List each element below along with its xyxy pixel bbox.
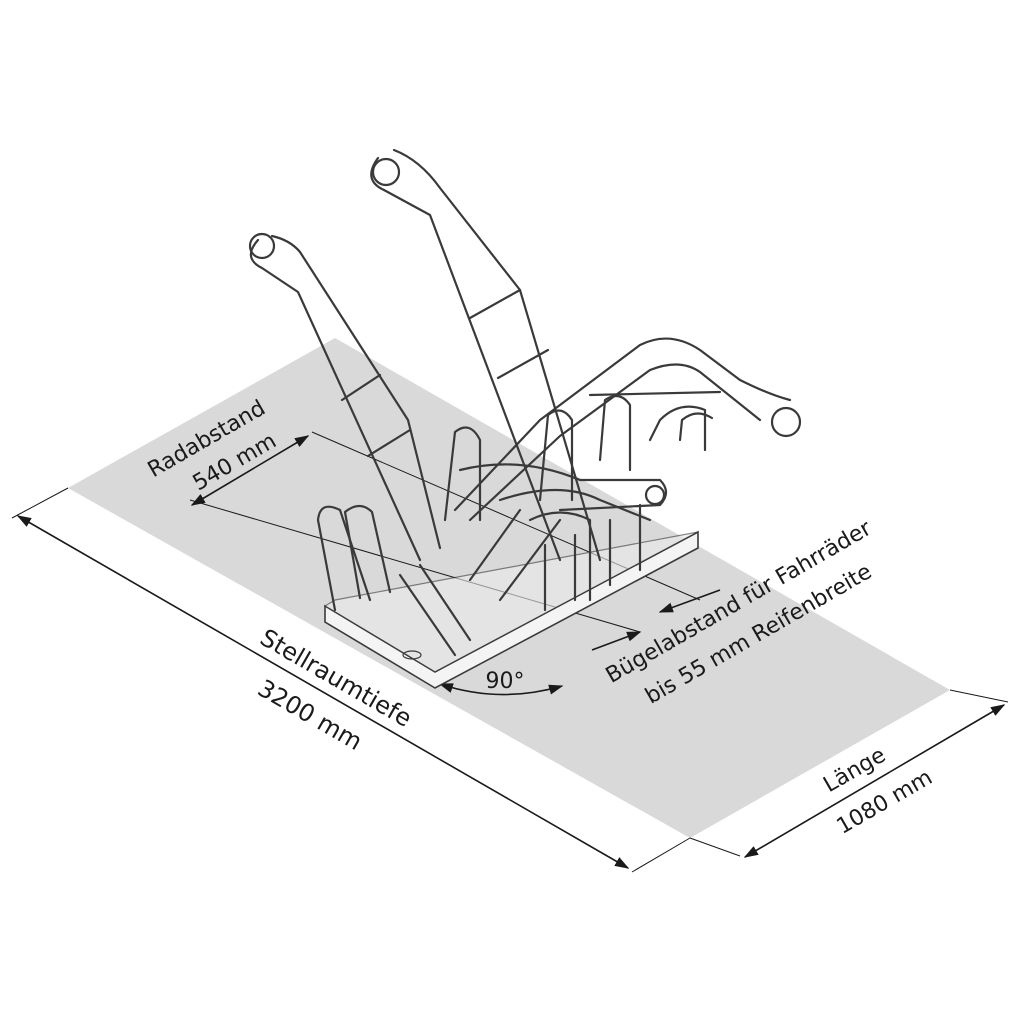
rack-base xyxy=(323,530,699,689)
wheel-spacing-dimension-line xyxy=(190,435,310,506)
angle-arc xyxy=(438,683,564,696)
rack-frame xyxy=(248,148,802,657)
depth-dimension-line xyxy=(16,515,630,869)
bracket-spacing-arrow-right xyxy=(658,589,721,613)
bracket-spacing-arrow-left xyxy=(591,631,642,651)
angle-label: 90° xyxy=(486,669,525,694)
length-dimension-line xyxy=(743,704,1006,858)
